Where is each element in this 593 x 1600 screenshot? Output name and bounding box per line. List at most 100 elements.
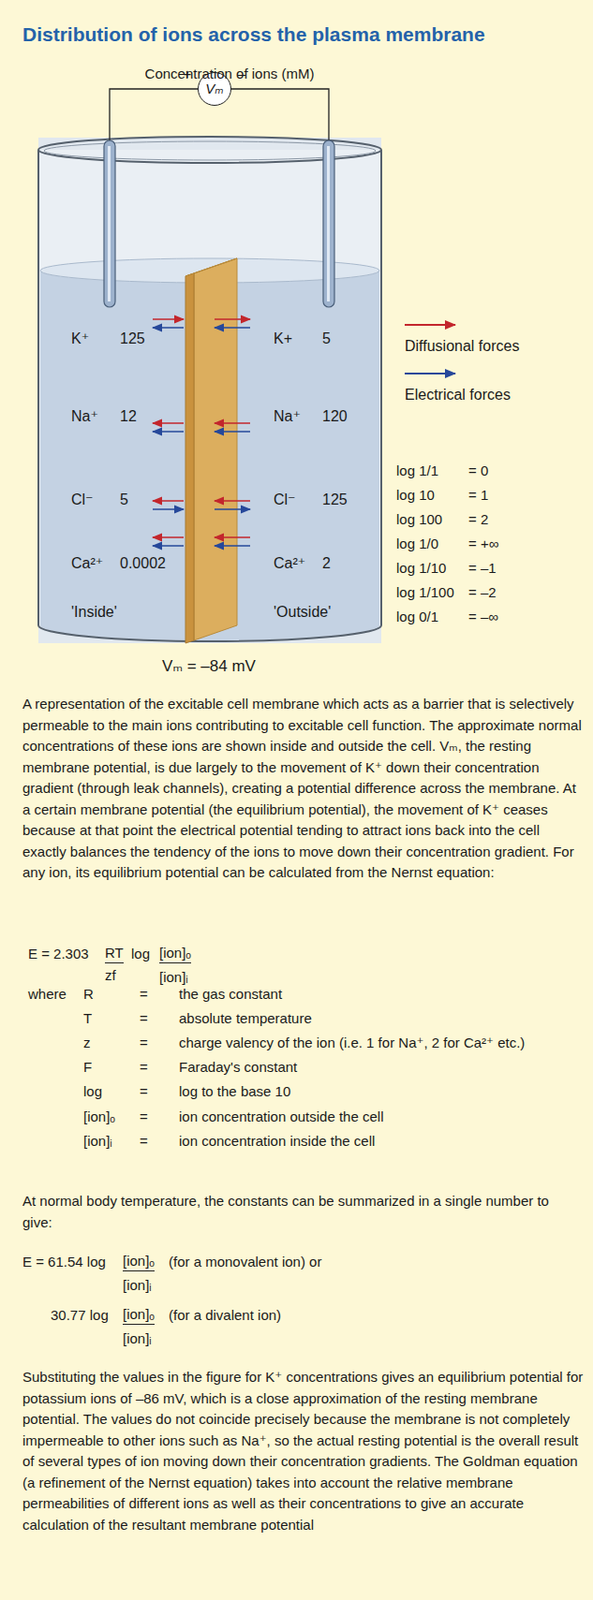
beaker-wall	[37, 149, 40, 626]
log-value: = 1	[468, 487, 489, 505]
legend-sample	[404, 372, 456, 375]
force-arrow	[214, 545, 251, 548]
ion-name: Cl⁻	[71, 490, 94, 510]
log-value: log 100	[396, 511, 443, 530]
electrode	[323, 140, 335, 308]
symbol: [ion]ᵢ	[83, 1133, 113, 1152]
definition: the gas constant	[178, 986, 282, 1005]
definition: ion concentration outside the cell	[178, 1109, 384, 1127]
log-value: = –∞	[468, 608, 499, 627]
membrane	[185, 258, 238, 277]
concentration: 5	[119, 490, 129, 510]
ion-name: K+	[273, 329, 293, 349]
concentration: 2	[322, 554, 331, 574]
force-arrow	[214, 508, 251, 511]
equation: (for a monovalent ion) or	[168, 1254, 322, 1273]
force-arrow	[152, 500, 184, 503]
equation: [ion]ₒ	[159, 945, 192, 965]
electrode	[326, 146, 330, 302]
equation: RT	[104, 945, 124, 965]
log-value: log 1/100	[396, 584, 455, 603]
ion-name: Cl⁻	[273, 490, 297, 510]
membrane	[185, 273, 194, 644]
equation: [ion]ᵢ	[122, 1331, 152, 1350]
electrode	[103, 140, 116, 308]
definition: Faraday's constant	[178, 1059, 297, 1078]
force-arrow	[152, 318, 184, 321]
log-value: log 1/1	[396, 462, 439, 481]
force-arrow	[214, 318, 251, 321]
symbol: [ion]ₒ	[83, 1109, 116, 1127]
log-value: log 10	[396, 487, 435, 505]
force-arrow	[152, 508, 184, 511]
force-arrow	[152, 422, 184, 425]
ion-name: Ca²⁺	[71, 554, 104, 574]
equation: [ion]ᵢ	[159, 969, 189, 988]
force-arrow	[214, 536, 251, 539]
title: Distribution of ions across the plasma m…	[22, 22, 486, 47]
concentration: 125	[119, 329, 146, 349]
legend-sample	[404, 324, 456, 327]
equals: =	[139, 1010, 149, 1029]
symbol: T	[83, 1010, 92, 1029]
concentration: 5	[322, 329, 331, 349]
polarity: –	[237, 65, 246, 84]
definition: log to the base 10	[178, 1083, 291, 1102]
ion-name: Ca²⁺	[273, 554, 306, 574]
concentration: 12	[119, 407, 137, 427]
heading: Concentration of ions (mM)	[145, 65, 315, 84]
equation: E = 2.303	[28, 946, 89, 964]
force-arrow	[214, 430, 251, 433]
wire	[109, 88, 198, 143]
equals: =	[139, 1083, 149, 1102]
paragraph: At normal body temperature, the constant…	[22, 1191, 582, 1234]
definition: charge valency of the ion (i.e. 1 for Na…	[178, 1035, 525, 1053]
electrode	[107, 146, 111, 302]
symbol: log	[83, 1083, 103, 1102]
equation: E = 61.54 log	[22, 1254, 106, 1273]
symbol: z	[83, 1035, 91, 1053]
legend-text: Diffusional forces	[404, 337, 519, 356]
equation: [ion]ᵢ	[122, 1277, 152, 1296]
log-value: log 1/10	[396, 560, 446, 579]
equals: =	[139, 1035, 149, 1053]
force-arrow	[214, 500, 251, 503]
membrane	[193, 258, 238, 641]
force-arrow	[152, 326, 184, 329]
log-value: log 0/1	[396, 608, 439, 627]
side-label: 'Inside'	[71, 603, 118, 623]
beaker-wall	[380, 149, 383, 626]
symbol: F	[83, 1059, 92, 1078]
equation: (for a divalent ion)	[168, 1307, 282, 1326]
force-arrow	[152, 430, 184, 433]
log-value: log 1/0	[396, 535, 439, 554]
force-arrow	[214, 326, 251, 329]
wire	[231, 88, 329, 143]
ion-name: Na⁺	[273, 407, 301, 427]
equals: =	[139, 986, 149, 1005]
potential-value: Vₘ = –84 mV	[162, 656, 256, 677]
legend-text: Electrical forces	[404, 385, 511, 405]
caption: A representation of the excitable cell m…	[22, 694, 582, 885]
symbol: R	[83, 986, 94, 1005]
concentration: 125	[322, 490, 348, 510]
definition: ion concentration inside the cell	[178, 1133, 375, 1152]
ion-name: K⁺	[71, 329, 89, 349]
force-arrow	[152, 545, 184, 548]
concentration: 0.0002	[119, 554, 166, 574]
log-value: = 2	[468, 511, 489, 530]
panel-ground	[38, 137, 382, 644]
concentration: 120	[322, 407, 348, 427]
equation: 30.77 log	[50, 1307, 109, 1326]
equation: log	[131, 946, 150, 964]
equals: =	[139, 1109, 149, 1127]
polarity: +	[183, 65, 193, 84]
equation: [ion]ₒ	[122, 1253, 155, 1274]
log-value: = –1	[468, 560, 497, 579]
force-arrow	[152, 536, 184, 539]
definition: absolute temperature	[178, 1010, 312, 1029]
where-word: where	[28, 986, 67, 1005]
meter-label: Vₘ	[205, 80, 223, 98]
equation: zf	[104, 967, 117, 986]
